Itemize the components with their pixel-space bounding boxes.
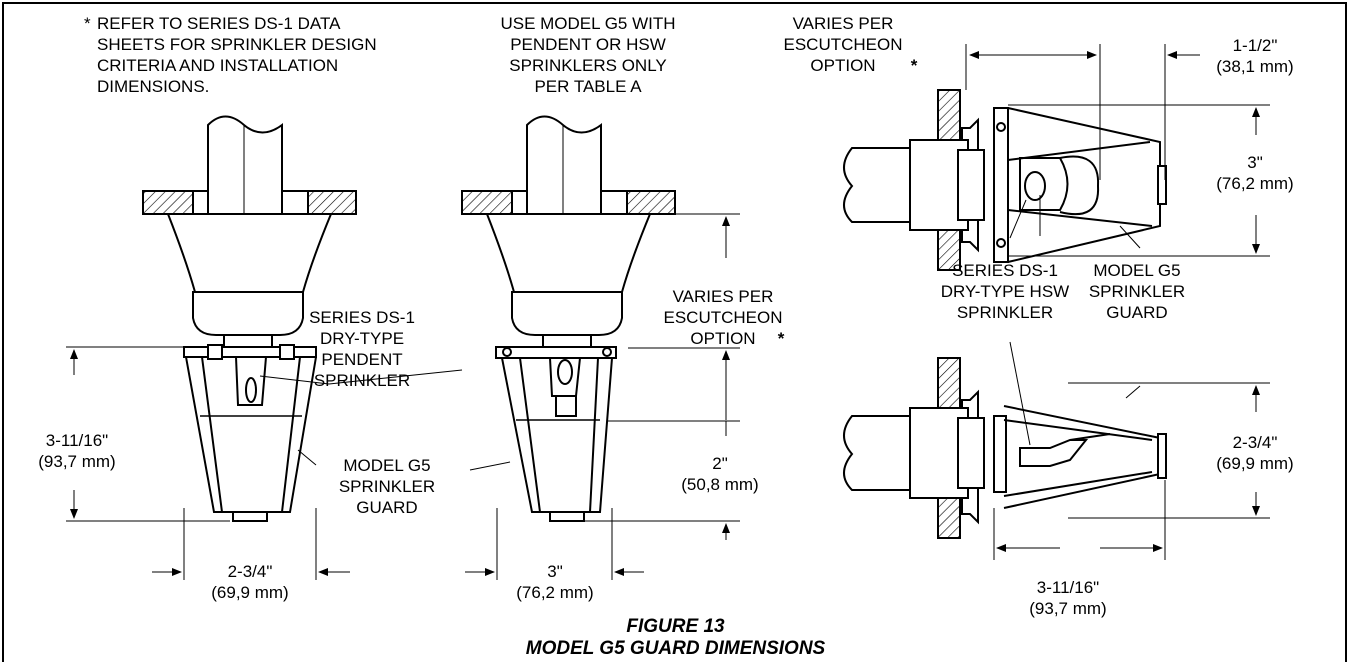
varies-mid-star: * [777,329,785,348]
guard-label-right: MODEL G5 SPRINKLER GUARD [1088,261,1186,322]
figure-title: MODEL G5 GUARD DIMENSIONS [525,638,826,659]
pendent-sprinkler-label: SERIES DS-1 DRY-TYPE PENDENT SPRINKLER [309,308,415,390]
right-top-hsw-view [843,89,1167,271]
dimension-lines [66,44,1270,580]
guard-cage-right-top [1007,107,1161,263]
figure-number: FIGURE 13 [626,616,725,637]
guard-label-left: MODEL G5 SPRINKLER GUARD [338,456,436,517]
left-pendent-view [142,115,357,522]
width-dimension-right-bottom: 3-11/16" (93,7 mm) [1029,578,1107,618]
varies-top-star: * [910,56,918,75]
ceiling-left [142,190,194,215]
escutcheon-mid [485,213,652,293]
use-model-note: USE MODEL G5 WITH PENDENT OR HSW SPRINKL… [500,14,676,96]
escutcheon-left [166,213,333,293]
ceiling-mid [461,190,513,215]
height-dimension-left: 3-11/16" (93,7 mm) [38,431,116,471]
leader-lines [259,195,1141,471]
varies-escutcheon-label-mid: VARIES PER ESCUTCHEON OPTION [663,287,783,348]
guard-cage-mid [501,357,613,513]
height-dimension-mid: 2" (50,8 mm) [681,454,759,494]
middle-pendent-view [461,115,676,522]
height-dimension-right-top: 3" (76,2 mm) [1216,153,1294,193]
varies-escutcheon-label-top: VARIES PER ESCUTCHEON OPTION [783,14,903,75]
height-dimension-right-bottom: 2-3/4" (69,9 mm) [1216,433,1294,473]
width-dimension-left: 2-3/4" (69,9 mm) [211,562,289,602]
design-criteria-star: * [84,14,91,33]
depth-dimension-right-top: 1-1/2" (38,1 mm) [1216,36,1294,76]
design-criteria-note: REFER TO SERIES DS-1 DATA SHEETS FOR SPR… [97,14,377,96]
hsw-sprinkler-label: SERIES DS-1 DRY-TYPE HSW SPRINKLER [940,261,1070,322]
width-dimension-mid: 3" (76,2 mm) [516,562,594,602]
right-bottom-hsw-view [843,357,1167,539]
